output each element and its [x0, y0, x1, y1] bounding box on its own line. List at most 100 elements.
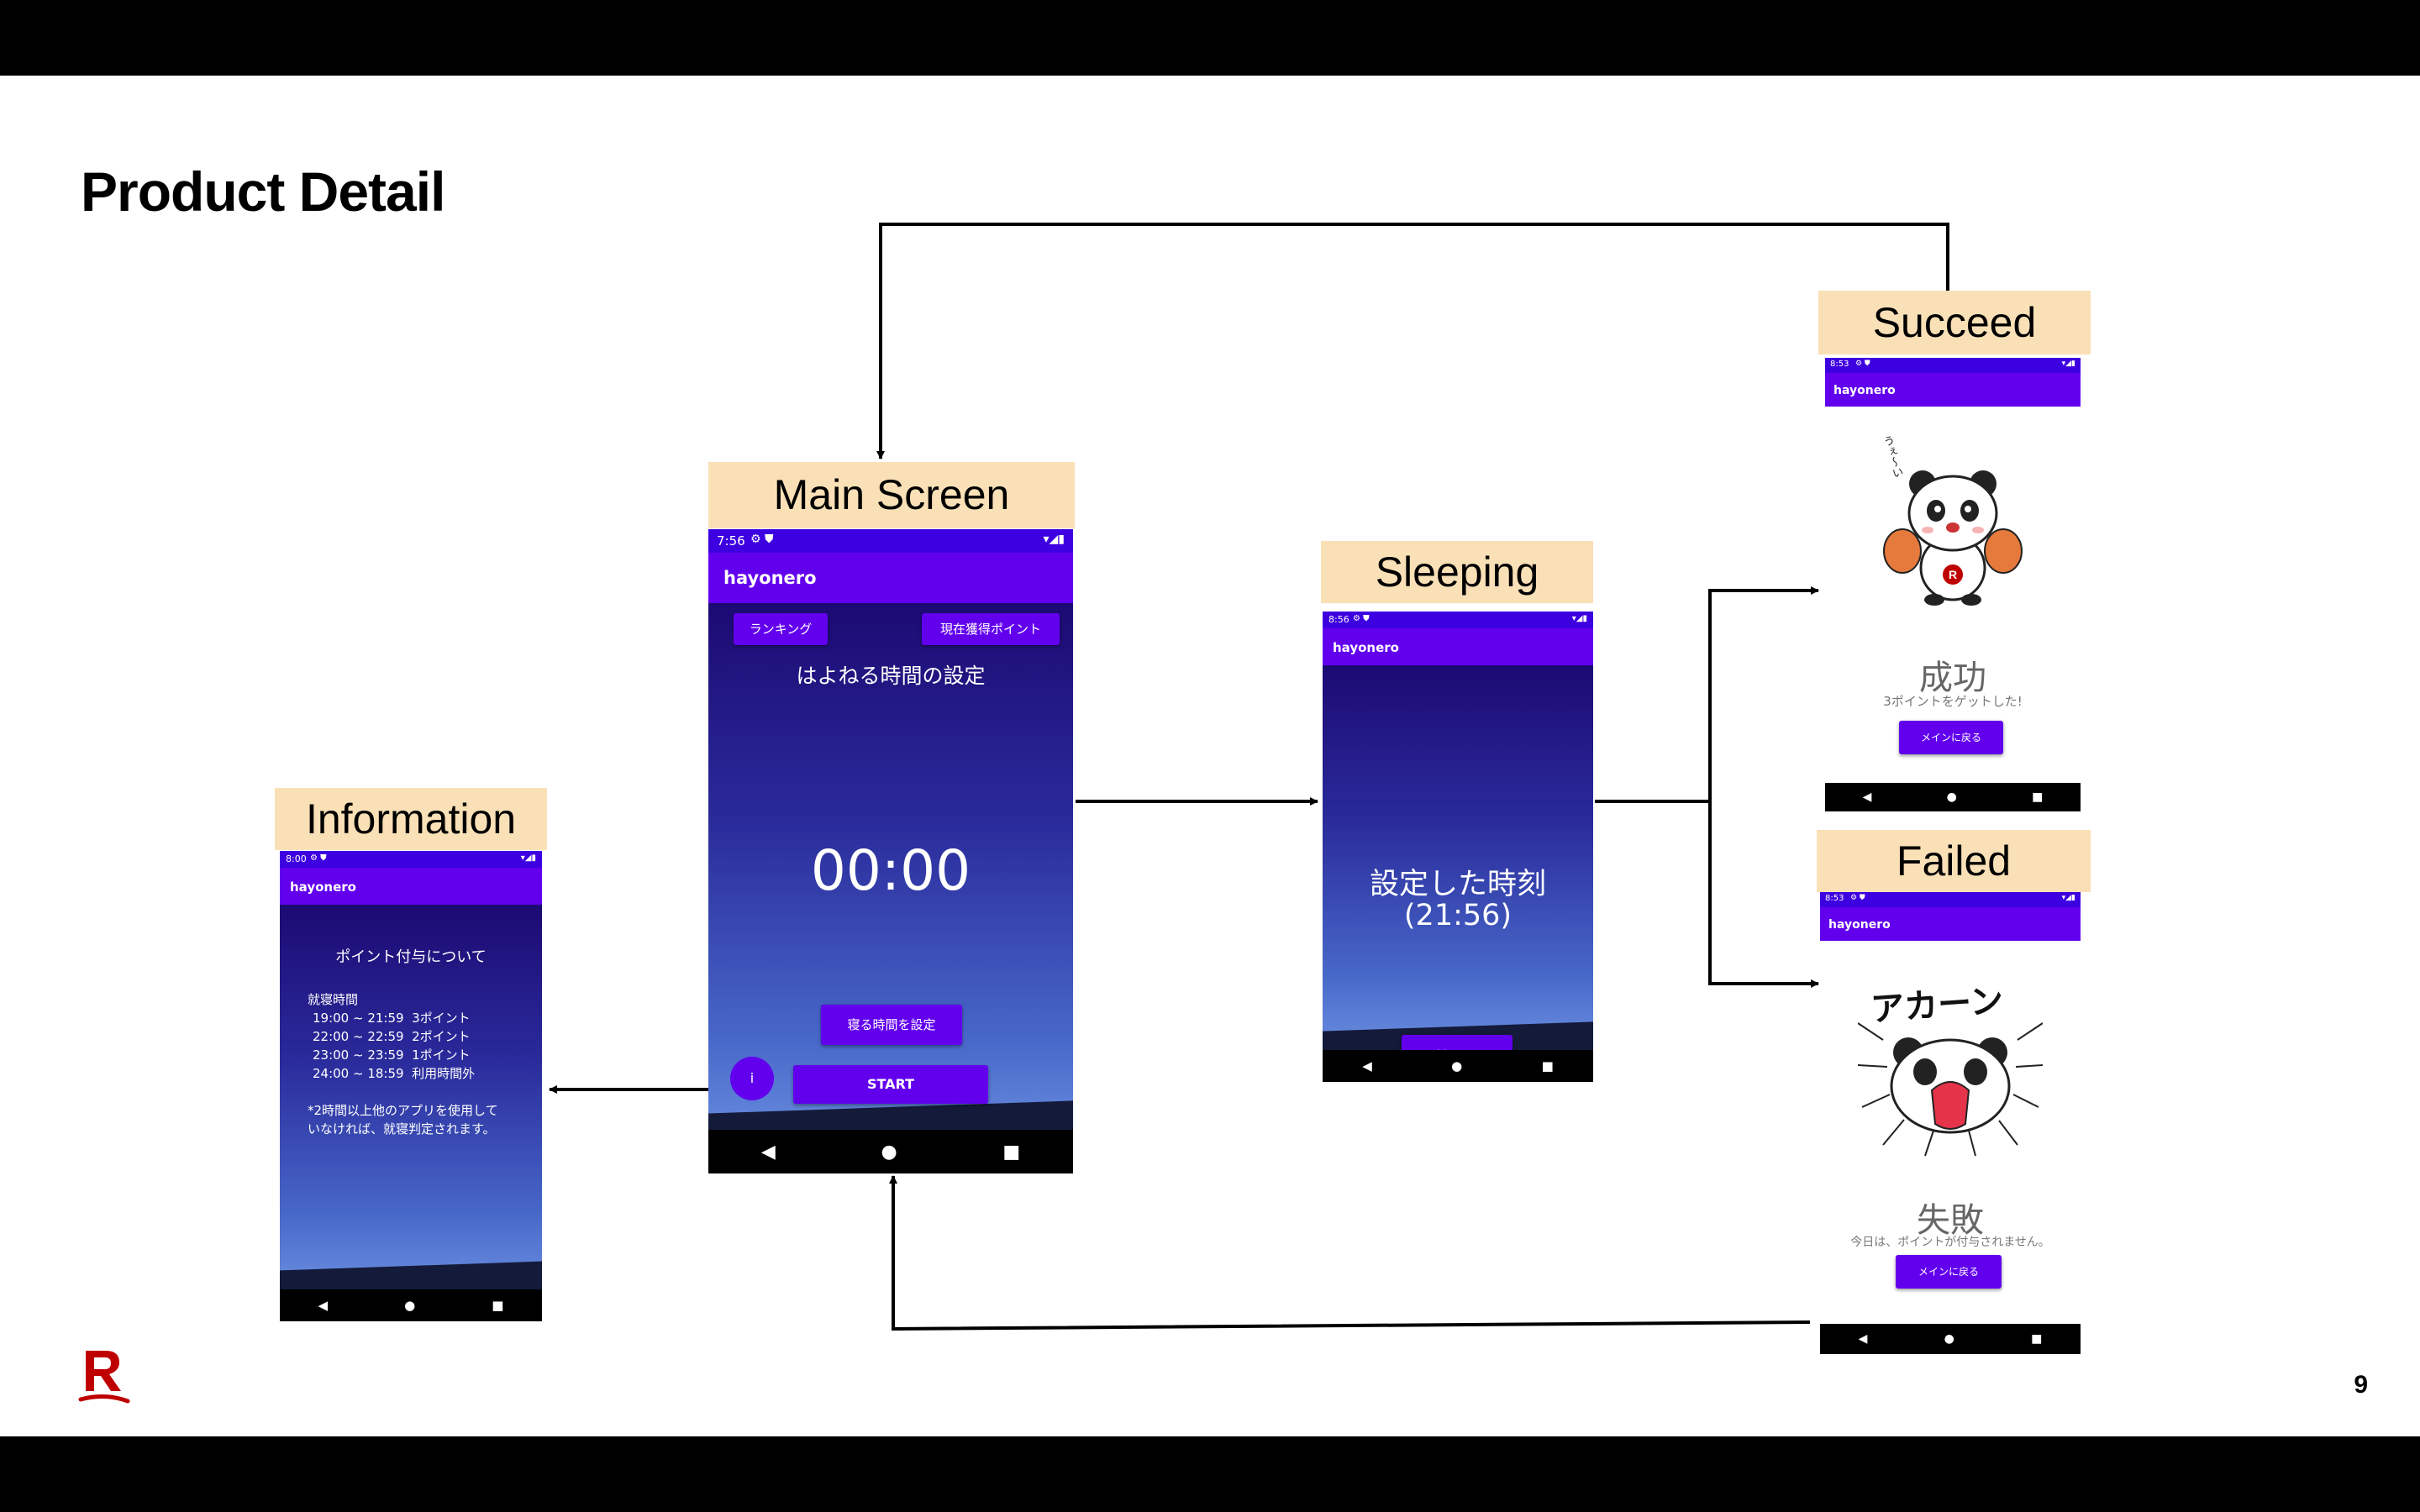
main-screen-phone: 7:56 ⚙ ⛊ ▾◢▮ hayonero ランキング 現在獲得ポイント はよね… — [708, 529, 1073, 1173]
status-time: 8:56 — [1328, 614, 1349, 625]
back-to-main-button[interactable]: メインに戻る — [1899, 721, 2003, 754]
back-triangle-icon[interactable]: ◀ — [1862, 790, 1872, 804]
start-button[interactable]: START — [793, 1065, 988, 1104]
night-sky-background — [280, 905, 542, 1314]
status-icons: ⚙ ⛊ — [750, 533, 774, 546]
flow-connectors — [549, 223, 1949, 1331]
sleeping-line1: 設定した時刻 — [1369, 868, 1546, 901]
back-triangle-icon[interactable]: ◀ — [1858, 1332, 1868, 1346]
home-circle-icon[interactable]: ● — [881, 1141, 897, 1163]
nav-bar: ◀ ● ■ — [1323, 1050, 1593, 1082]
back-triangle-icon[interactable]: ◀ — [1362, 1058, 1372, 1074]
label-succeed: Succeed — [1818, 291, 2091, 354]
status-bar: 8:56 ⚙ ⛊ ▾◢▮ — [1323, 612, 1593, 628]
info-row: 23:00 ~ 23:59 1ポイント — [313, 1047, 471, 1063]
info-row: 24:00 ~ 18:59 利用時間外 — [313, 1066, 476, 1081]
back-triangle-icon[interactable]: ◀ — [318, 1298, 329, 1313]
status-icons: ⚙ ⛊ — [310, 853, 327, 863]
panda-celebrate-sticker: R — [1883, 470, 2023, 606]
app-bar: hayonero — [1820, 907, 2081, 941]
label-sleeping: Sleeping — [1321, 541, 1593, 603]
recents-square-icon[interactable]: ■ — [1541, 1058, 1554, 1074]
sleeping-set-time: (21:56) — [1403, 899, 1512, 932]
status-time: 8:53 — [1830, 360, 1849, 369]
back-triangle-icon[interactable]: ◀ — [760, 1141, 776, 1163]
status-time: 8:00 — [286, 853, 307, 864]
result-title: 失敗 — [1917, 1201, 1984, 1240]
status-bar: 8:00 ⚙ ⛊ ▾◢▮ — [280, 851, 542, 868]
app-bar: hayonero — [1825, 373, 2081, 407]
back-to-main-button[interactable]: メインに戻る — [1896, 1255, 2002, 1289]
nav-bar: ◀ ● ■ — [280, 1289, 542, 1321]
arrow-succeed-to-main — [876, 223, 1949, 459]
sticker-text: アカーン — [1869, 981, 2005, 1030]
battery-icon: ▾◢▮ — [2061, 894, 2075, 902]
set-time-heading: はよねる時間の設定 — [796, 664, 986, 688]
label-information: Information — [275, 788, 547, 850]
recents-square-icon[interactable]: ■ — [2031, 1332, 2043, 1346]
night-sky-background — [708, 603, 1073, 1173]
nav-bar: ◀ ● ■ — [708, 1130, 1073, 1173]
battery-icon: ▾◢▮ — [1571, 614, 1587, 623]
status-bar: 7:56 ⚙ ⛊ ▾◢▮ — [708, 529, 1073, 553]
app-bar: hayonero — [1323, 628, 1593, 665]
set-sleep-time-button[interactable]: 寝る時間を設定 — [821, 1005, 962, 1045]
current-points-button[interactable]: 現在獲得ポイント — [922, 613, 1060, 645]
succeed-phone: 8:53 ⚙ ⛊ ▾◢▮ hayonero R うぇ〜い — [1825, 358, 2081, 811]
recents-square-icon[interactable]: ■ — [1002, 1141, 1021, 1163]
status-time: 7:56 — [717, 533, 745, 549]
app-title: hayonero — [1333, 640, 1399, 655]
status-icons: ⚙ ⛊ — [1850, 894, 1865, 902]
status-time: 8:53 — [1825, 894, 1844, 903]
panda-shocked-sticker — [1858, 1022, 2043, 1157]
app-title: hayonero — [290, 879, 356, 895]
info-body: 就寝時間 19:00 ~ 21:59 3ポイント 22:00 ~ 22:59 2… — [308, 990, 498, 1138]
svg-text:R: R — [1949, 568, 1957, 581]
label-main-screen: Main Screen — [708, 462, 1075, 528]
home-circle-icon[interactable]: ● — [1946, 790, 1957, 804]
app-title: hayonero — [1828, 918, 1891, 932]
recents-square-icon[interactable]: ■ — [492, 1298, 504, 1313]
home-circle-icon[interactable]: ● — [1944, 1332, 1954, 1346]
status-bar: 8:53 ⚙ ⛊ ▾◢▮ — [1825, 358, 2081, 373]
info-row: 22:00 ~ 22:59 2ポイント — [313, 1029, 471, 1044]
sleeping-phone: 8:56 ⚙ ⛊ ▾◢▮ hayonero 設定した時刻 (21:56) 諦める… — [1323, 612, 1593, 1082]
home-circle-icon[interactable]: ● — [404, 1298, 416, 1313]
battery-icon: ▾◢▮ — [520, 853, 536, 863]
app-title: hayonero — [1833, 384, 1896, 397]
home-circle-icon[interactable]: ● — [1451, 1058, 1463, 1074]
information-phone: 8:00 ⚙ ⛊ ▾◢▮ hayonero ポイント付与について 就寝時間 19… — [280, 851, 542, 1321]
battery-icon: ▾◢▮ — [2061, 360, 2075, 368]
label-failed: Failed — [1817, 830, 2091, 892]
status-bar: 8:53 ⚙ ⛊ ▾◢▮ — [1820, 892, 2081, 907]
result-message: 3ポイントをゲットした! — [1883, 694, 2023, 709]
status-icons: ⚙ ⛊ — [1855, 360, 1870, 368]
info-fab-button[interactable]: i — [730, 1057, 774, 1100]
night-sky-background — [1323, 665, 1593, 1074]
arrow-failed-to-main — [889, 1175, 1811, 1331]
result-title: 成功 — [1919, 659, 1986, 697]
info-section-label: 就寝時間 — [308, 992, 359, 1007]
info-row: 19:00 ~ 21:59 3ポイント — [313, 1011, 471, 1026]
rakuten-logo — [78, 1351, 130, 1404]
app-bar: hayonero — [280, 868, 542, 905]
recents-square-icon[interactable]: ■ — [2032, 790, 2044, 804]
page-number: 9 — [2354, 1371, 2368, 1399]
info-note: いなければ、就寝判定されます。 — [308, 1121, 496, 1137]
failed-phone: 8:53 ⚙ ⛊ ▾◢▮ hayonero アカーン 失敗 今日は、ポイントが — [1820, 892, 2081, 1354]
slide-title: Product Detail — [81, 160, 445, 223]
result-message: 今日は、ポイントが付与されません。 — [1850, 1236, 2050, 1249]
app-title: hayonero — [723, 568, 817, 588]
clock-display: 00:00 — [810, 838, 971, 903]
arrow-sleeping-to-succeed — [1595, 586, 1819, 803]
slide: Product Detail Main Screen 7:56 ⚙ ⛊ ▾◢▮ … — [0, 76, 2420, 1436]
info-heading: ポイント付与について — [335, 948, 487, 966]
info-note: *2時間以上他のアプリを使用して — [308, 1103, 498, 1118]
app-bar: hayonero — [708, 553, 1073, 603]
battery-icon: ▾◢▮ — [1043, 533, 1065, 546]
status-icons: ⚙ ⛊ — [1353, 614, 1370, 623]
nav-bar: ◀ ● ■ — [1825, 783, 2081, 811]
arrow-sleeping-to-failed — [1708, 801, 1819, 988]
ranking-button[interactable]: ランキング — [734, 613, 828, 645]
nav-bar: ◀ ● ■ — [1820, 1324, 2081, 1354]
